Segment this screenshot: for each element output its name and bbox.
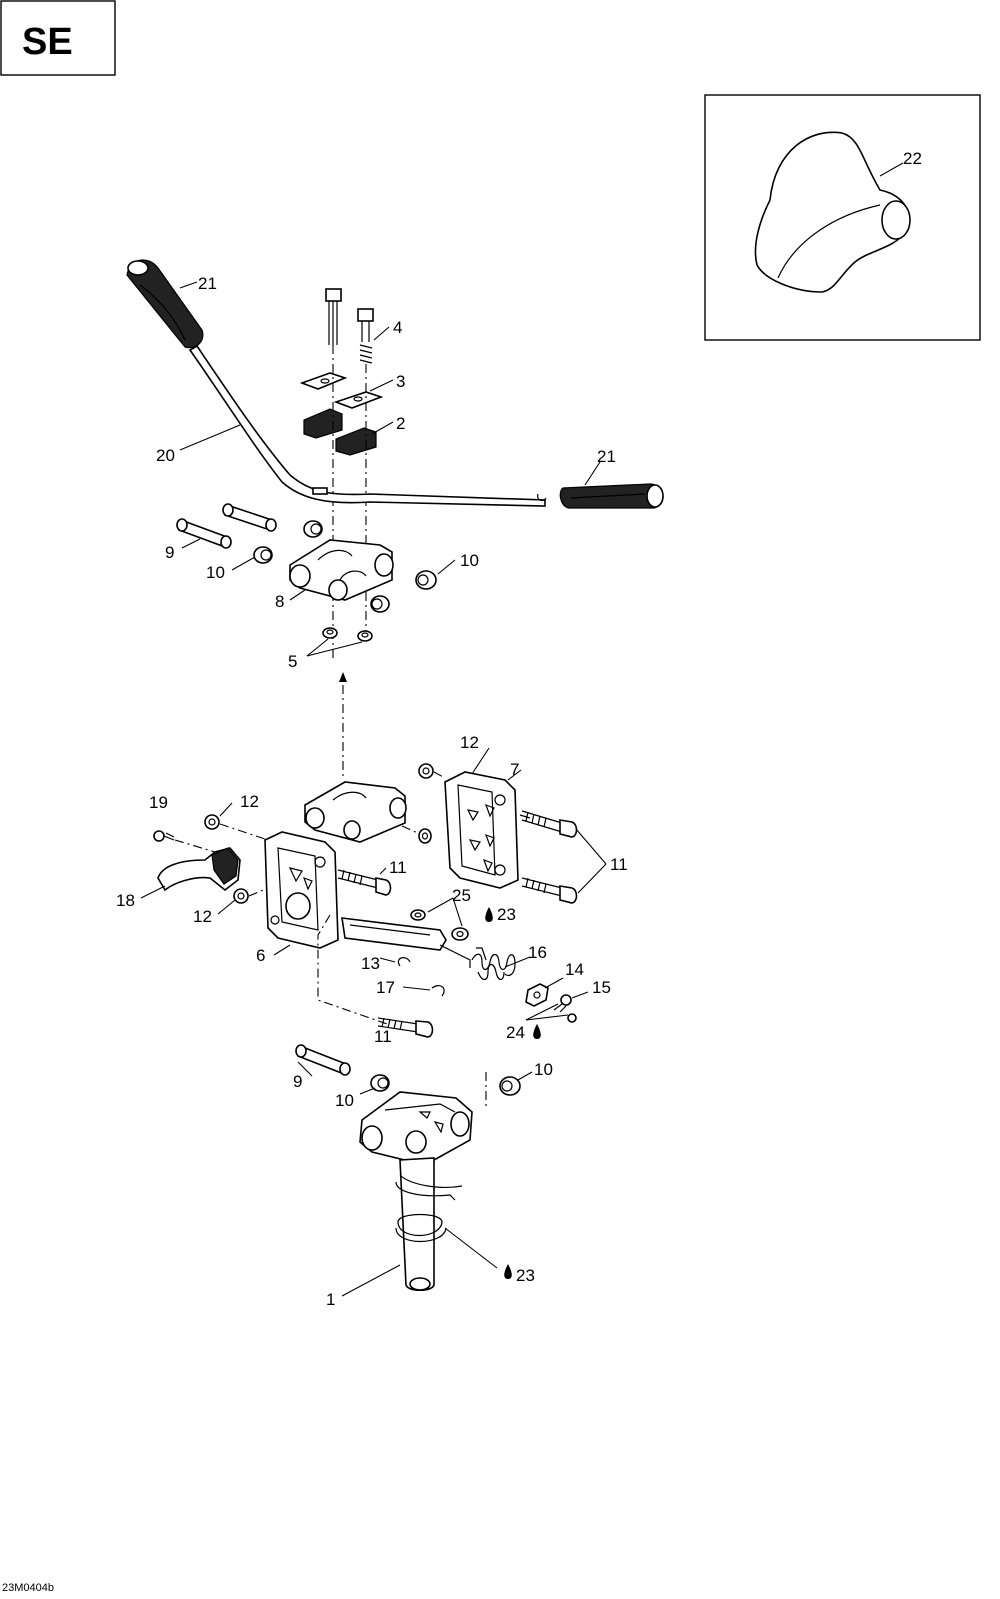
- callout-15: 15: [592, 978, 611, 997]
- callout-22: 22: [903, 149, 922, 168]
- callout-25: 25: [452, 886, 471, 905]
- washer-12-left: [204, 814, 220, 830]
- callout-6: 6: [256, 946, 265, 965]
- callout-1: 1: [326, 1290, 335, 1309]
- callout-17: 17: [376, 978, 395, 997]
- pin-upper-a: [222, 503, 277, 532]
- callout-5: 5: [288, 652, 297, 671]
- handlebar-tube: [188, 344, 546, 507]
- callout-12-left: 12: [240, 792, 259, 811]
- callout-11-lower: 11: [374, 1027, 392, 1046]
- callout-11-right: 11: [610, 855, 628, 874]
- screw-15: [553, 994, 577, 1023]
- grease-drop-icon: [504, 1264, 512, 1279]
- callout-3: 3: [396, 372, 405, 391]
- callout-23-upper: 23: [497, 905, 516, 924]
- spring-16: [471, 947, 516, 981]
- lever-18: [157, 847, 241, 892]
- callout-11-middle: 11: [389, 858, 407, 877]
- bolt-11-lower-right: [521, 877, 578, 904]
- callout-10-lower-right: 10: [534, 1060, 553, 1079]
- callout-21-left: 21: [198, 274, 217, 293]
- callout-18: 18: [116, 891, 135, 910]
- badge-text: SE: [22, 21, 73, 63]
- grease-drop-icon: [533, 1024, 541, 1039]
- assembly-arrow: [339, 672, 347, 780]
- callout-10-upper-right: 10: [460, 551, 479, 570]
- callout-23-lower: 23: [516, 1266, 535, 1285]
- model-badge: SE: [0, 0, 116, 76]
- callout-10-lower-left: 10: [335, 1091, 354, 1110]
- clip-17-a: [397, 957, 411, 967]
- grip-left: [126, 259, 204, 349]
- grip-right: [536, 483, 664, 509]
- pin-lower: [295, 1044, 351, 1076]
- bushing-lower-b: [499, 1076, 521, 1096]
- washer-12-top: [418, 763, 434, 779]
- nut-right: [357, 630, 373, 642]
- bolt-11-upper-right: [519, 810, 578, 838]
- bolt-upper-left: [325, 288, 342, 345]
- callout-24: 24: [506, 1023, 525, 1042]
- bolt-11-lower: [377, 1017, 434, 1038]
- clamp-cap-left: [303, 408, 343, 439]
- bushing-upper-d: [370, 595, 390, 613]
- callout-labels: 1 2 3 4 5 6 7 8 9 9 10 10 10 10 11 11 11…: [116, 149, 922, 1309]
- clip-17-b: [431, 984, 445, 997]
- callout-12-top: 12: [460, 733, 479, 752]
- callout-12-lower: 12: [193, 907, 212, 926]
- callout-8: 8: [275, 592, 284, 611]
- bushing-upper-b: [253, 546, 273, 564]
- callout-4: 4: [393, 318, 402, 337]
- bracket-plate-right: [444, 771, 519, 889]
- drawing-code: 23M0404b: [2, 1582, 54, 1594]
- callout-16: 16: [528, 943, 547, 962]
- bushing-upper-a: [303, 520, 323, 538]
- callout-13: 13: [361, 954, 380, 973]
- washer-25-b: [451, 927, 469, 941]
- screw-19: [153, 830, 175, 842]
- callout-20: 20: [156, 446, 175, 465]
- inset-detail-box: [704, 94, 981, 341]
- grip-cover-part: [754, 131, 911, 293]
- riser-block-ghost: [304, 781, 407, 843]
- washer-12-lower: [233, 888, 249, 904]
- steering-column: [359, 1091, 473, 1292]
- grease-drop-icon: [485, 907, 493, 922]
- pin-upper-b: [176, 518, 232, 549]
- callout-10-upper-left: 10: [206, 563, 225, 582]
- bushing-lower-a: [370, 1074, 390, 1092]
- callout-9-upper: 9: [165, 543, 174, 562]
- clamp-plate-left: [299, 372, 348, 390]
- callout-9-lower: 9: [293, 1072, 302, 1091]
- washer-25-a: [410, 909, 426, 921]
- nut-left: [322, 627, 338, 639]
- bushing-upper-c: [415, 570, 437, 590]
- callout-19: 19: [149, 793, 168, 812]
- callout-21-right: 21: [597, 447, 616, 466]
- washer-12-mid: [418, 828, 432, 844]
- callout-2: 2: [396, 414, 405, 433]
- link-14: [525, 983, 549, 1007]
- clamp-plate-right: [333, 391, 384, 409]
- callout-14: 14: [565, 960, 584, 979]
- bolt-11-middle: [337, 869, 392, 896]
- callout-7: 7: [510, 760, 519, 779]
- riser-block: [289, 539, 394, 601]
- rod-13: [341, 917, 471, 968]
- bolt-upper-right: [357, 308, 374, 364]
- bracket-plate-left: [264, 831, 339, 949]
- clamp-cap-right: [335, 427, 377, 456]
